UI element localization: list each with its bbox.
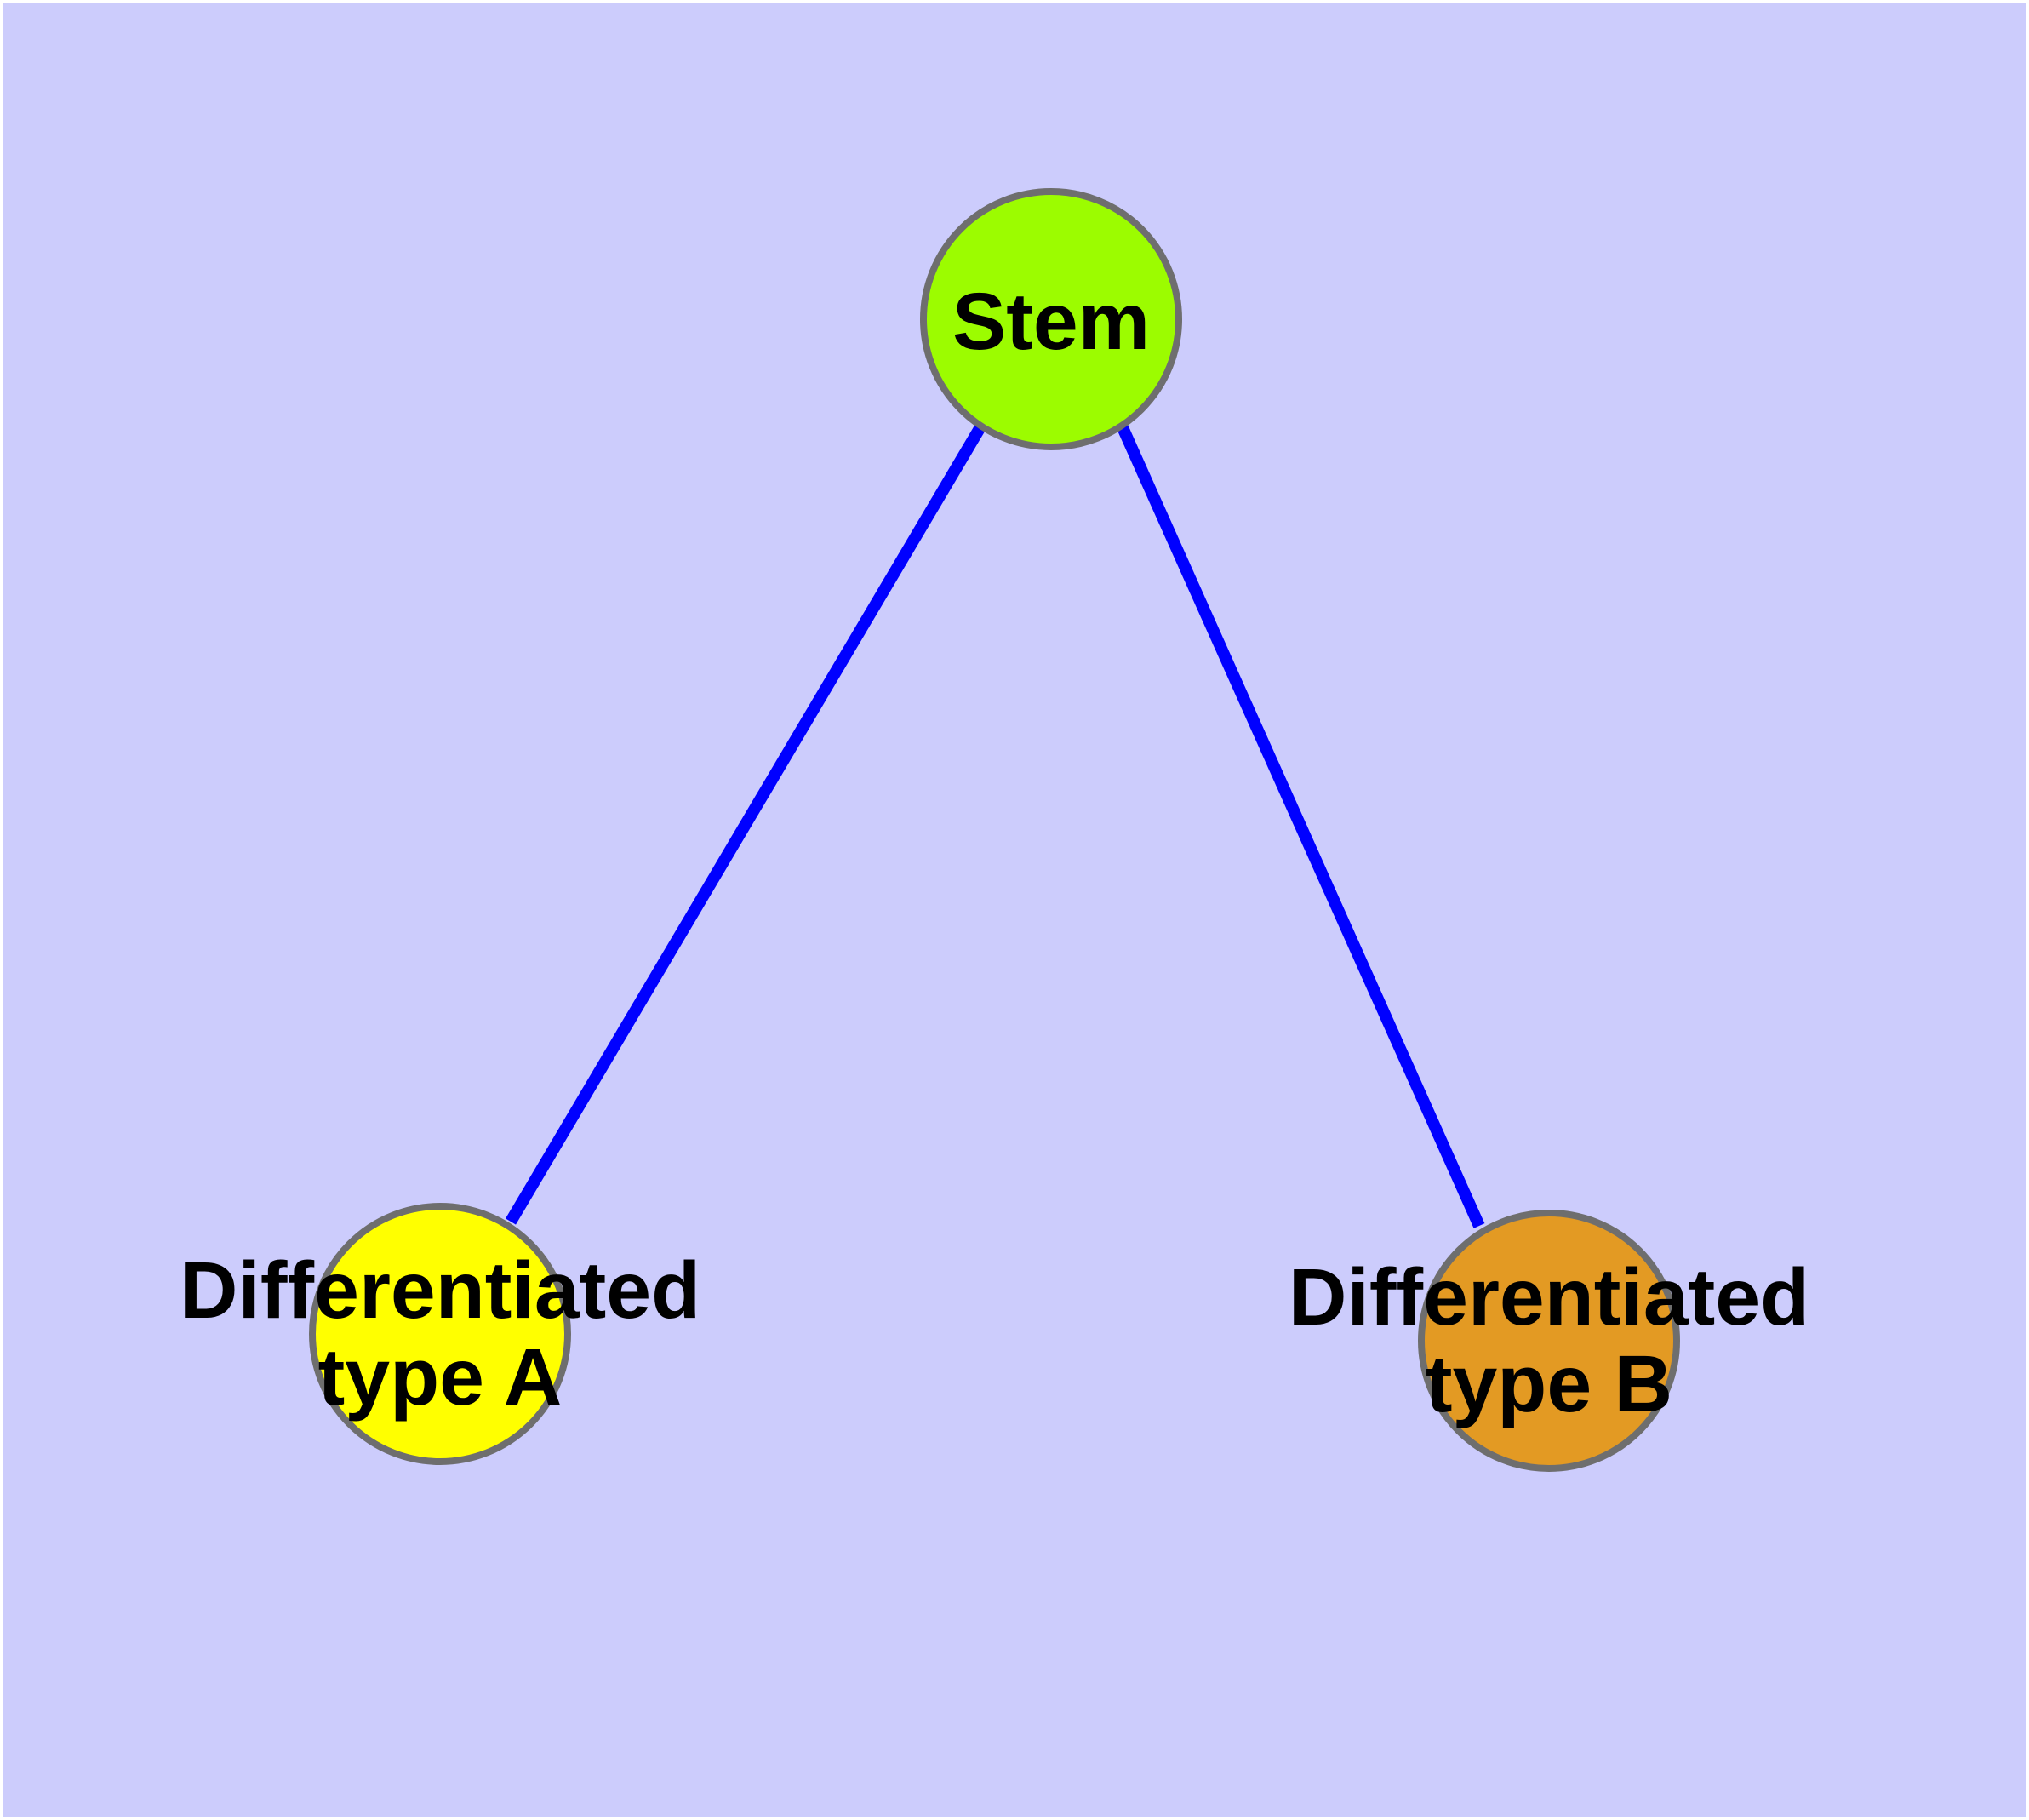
node-differentiated-type-a[interactable]: Differentiated type A xyxy=(180,1203,700,1465)
nodes-layer: Stem Differentiated type A Differentiate… xyxy=(180,188,1809,1472)
node-differentiated-type-a-label-line2: type A xyxy=(318,1332,563,1422)
node-differentiated-type-b[interactable]: Differentiated type B xyxy=(1289,1210,1809,1472)
edges-layer xyxy=(505,422,1485,1228)
node-stem-circle[interactable] xyxy=(920,188,1182,450)
node-differentiated-type-b-label-line1: Differentiated xyxy=(1289,1252,1809,1342)
node-differentiated-type-a-circle[interactable] xyxy=(309,1203,571,1465)
node-differentiated-type-b-circle[interactable] xyxy=(1418,1210,1680,1472)
node-stem[interactable]: Stem xyxy=(920,188,1182,450)
edge-stem-to-differentiated-type-a xyxy=(505,422,987,1225)
node-stem-label-line1: Stem xyxy=(952,277,1150,367)
node-differentiated-type-b-label-line2: type B xyxy=(1426,1339,1672,1429)
node-differentiated-type-a-label-line1: Differentiated xyxy=(180,1245,700,1336)
edge-stem-to-differentiated-type-b xyxy=(1116,423,1485,1228)
